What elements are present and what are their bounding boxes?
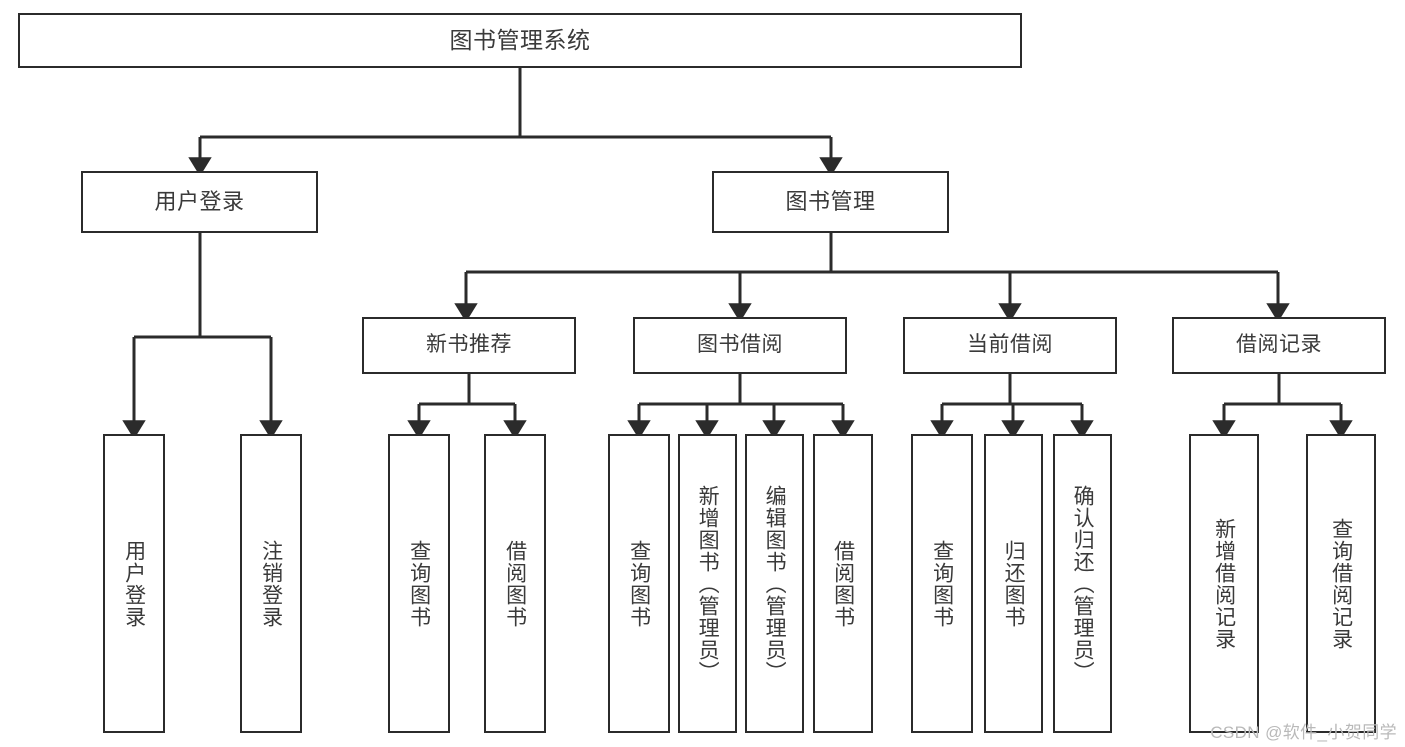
node-label: 图书管理系统 (449, 26, 591, 53)
node-label: 注销登录 (259, 539, 283, 628)
node-borrow-records[interactable]: 借阅记录 (1172, 317, 1386, 374)
node-new-book-recommend[interactable]: 新书推荐 (362, 317, 576, 374)
node-book-borrow[interactable]: 图书借阅 (633, 317, 847, 374)
node-label: 借阅图书 (831, 539, 855, 628)
node-label: 新增借阅记录 (1212, 517, 1236, 650)
node-label: 当前借阅 (967, 333, 1053, 357)
node-user-login[interactable]: 用户登录 (81, 171, 318, 233)
node-leaf-return-book[interactable]: 归还图书 (984, 434, 1043, 733)
node-book-management[interactable]: 图书管理 (712, 171, 949, 233)
node-label: 借阅图书 (503, 539, 527, 628)
node-label: 查询借阅记录 (1329, 517, 1353, 650)
node-label: 新增图书（管理员） (696, 484, 720, 683)
node-leaf-lend-book[interactable]: 借阅图书 (813, 434, 873, 733)
node-label: 用户登录 (122, 539, 146, 628)
node-leaf-add-book-admin[interactable]: 新增图书（管理员） (678, 434, 737, 733)
node-label: 新书推荐 (426, 333, 512, 357)
node-label: 图书借阅 (697, 333, 783, 357)
node-leaf-query-borrow-record[interactable]: 查询借阅记录 (1306, 434, 1376, 733)
node-leaf-query-book-current[interactable]: 查询图书 (911, 434, 973, 733)
node-label: 编辑图书（管理员） (763, 484, 787, 683)
node-book-management-system[interactable]: 图书管理系统 (18, 13, 1022, 68)
node-leaf-query-book-borrow[interactable]: 查询图书 (608, 434, 670, 733)
node-leaf-confirm-return-admin[interactable]: 确认归还（管理员） (1053, 434, 1112, 733)
watermark: CSDN @软件_小贺同学 (1210, 723, 1397, 742)
node-label: 图书管理 (785, 189, 876, 215)
node-leaf-add-borrow-record[interactable]: 新增借阅记录 (1189, 434, 1259, 733)
node-label: 确认归还（管理员） (1071, 484, 1095, 683)
node-leaf-user-login[interactable]: 用户登录 (103, 434, 165, 733)
node-label: 归还图书 (1002, 539, 1026, 628)
node-label: 借阅记录 (1236, 333, 1322, 357)
node-label: 查询图书 (930, 539, 954, 628)
node-label: 用户登录 (154, 189, 245, 215)
node-leaf-borrow-book-newbook[interactable]: 借阅图书 (484, 434, 546, 733)
node-label: 查询图书 (407, 539, 431, 628)
node-current-borrow[interactable]: 当前借阅 (903, 317, 1117, 374)
node-leaf-edit-book-admin[interactable]: 编辑图书（管理员） (745, 434, 804, 733)
node-leaf-query-book-newbook[interactable]: 查询图书 (388, 434, 450, 733)
node-label: 查询图书 (627, 539, 651, 628)
node-leaf-logout[interactable]: 注销登录 (240, 434, 302, 733)
